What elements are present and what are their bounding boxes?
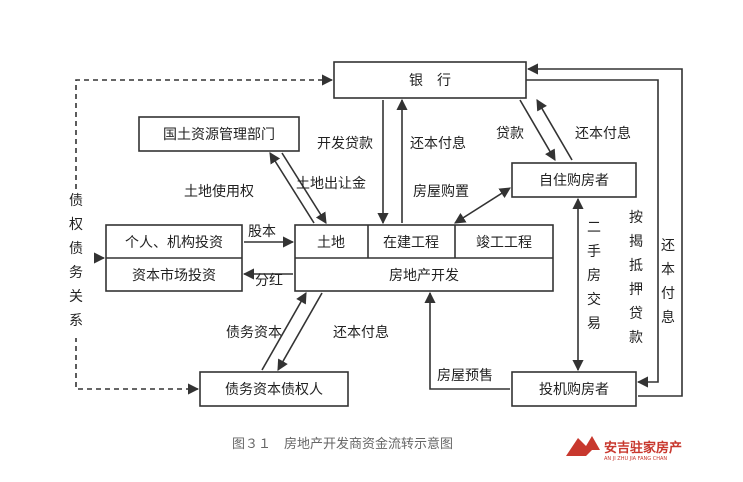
bank-node: 银 行 [333, 61, 527, 99]
repay-bank-self-label: 还本付息 [575, 125, 631, 142]
svg-text:押: 押 [629, 282, 643, 298]
land-dept-node: 国土资源管理部门 [138, 116, 300, 152]
svg-text:债: 债 [69, 193, 83, 209]
mortgage-arrow [526, 79, 659, 388]
debt-capital-label: 债务资本 [226, 325, 282, 341]
equity-label: 股本 [248, 224, 276, 240]
land-label: 土地 [317, 235, 345, 251]
investors-label: 个人、机构投资 [125, 235, 223, 251]
house-purchase-label: 房屋购置 [413, 184, 469, 200]
dev-loan-label: 开发贷款 [317, 136, 373, 152]
logo-sub: AN JI ZHU JIA FANG CHAN [604, 456, 667, 462]
creditor-node: 债务资本债权人 [199, 371, 349, 407]
creditor-label: 债务资本债权人 [225, 382, 323, 398]
land-use-right-label: 土地使用权 [184, 183, 254, 200]
repay-bank-self-arrow [536, 99, 573, 161]
presale-label: 房屋预售 [437, 368, 493, 384]
repay-right-arrow [526, 63, 683, 397]
svg-text:付: 付 [661, 286, 675, 302]
svg-text:手: 手 [587, 244, 601, 260]
svg-text:权: 权 [69, 217, 83, 233]
land-transfer-fee-label: 土地出让金 [296, 176, 366, 192]
loan-label: 贷款 [496, 126, 524, 142]
svg-text:息: 息 [661, 309, 675, 326]
svg-text:务: 务 [69, 265, 83, 281]
house-logo-icon [566, 436, 600, 456]
svg-text:债: 债 [69, 241, 83, 257]
repay-right-label: 还 本 付 息 [661, 238, 675, 326]
development-label: 房地产开发 [389, 268, 459, 284]
in-construction-label: 在建工程 [383, 235, 439, 251]
self-buyer-node: 自住购房者 [511, 162, 637, 198]
svg-text:抵: 抵 [629, 258, 643, 274]
investors-node: 个人、机构投资 资本市场投资 [105, 224, 243, 292]
svg-text:房: 房 [587, 268, 601, 284]
repay-creditor-label: 还本付息 [333, 324, 389, 341]
svg-text:易: 易 [587, 316, 601, 332]
investor-buyer-label: 投机购房者 [539, 382, 609, 398]
svg-text:二: 二 [587, 220, 601, 236]
svg-text:系: 系 [69, 313, 83, 329]
capital-market-label: 资本市场投资 [132, 267, 216, 284]
svg-text:按: 按 [629, 210, 643, 226]
mortgage-label: 按 揭 抵 押 贷 款 [629, 210, 643, 346]
logo-name: 安吉驻家房产 [604, 440, 682, 456]
house-purchase-arrow [454, 187, 511, 224]
loan-arrow [519, 99, 556, 161]
second-hand-label: 二 手 房 交 易 [587, 220, 601, 332]
investor-buyer-node: 投机购房者 [511, 371, 637, 407]
svg-text:本: 本 [661, 262, 675, 278]
development-node: 土地 在建工程 竣工工程 房地产开发 [294, 224, 554, 292]
watermark-logo: 安吉驻家房产 AN JI ZHU JIA FANG CHAN [566, 436, 682, 462]
svg-text:贷: 贷 [629, 306, 643, 322]
svg-text:揭: 揭 [629, 234, 643, 250]
figure-caption: 图３１ 房地产开发商资金流转示意图 [232, 436, 453, 452]
presale-arrow [424, 291, 510, 390]
completed-label: 竣工工程 [476, 235, 532, 251]
dividend-label: 分红 [255, 273, 283, 289]
self-buyer-label: 自住购房者 [539, 173, 609, 189]
bank-label: 银 行 [409, 73, 451, 89]
repay-bank-dev-label: 还本付息 [410, 135, 466, 152]
svg-text:还: 还 [661, 238, 675, 254]
land-dept-label: 国土资源管理部门 [163, 127, 275, 143]
svg-text:交: 交 [587, 291, 601, 308]
svg-text:款: 款 [629, 330, 643, 346]
debt-relation-label: 债 权 债 务 关 系 [69, 193, 83, 329]
debt-relation-label-bg [62, 190, 90, 338]
debt-relation-arrow [75, 74, 334, 395]
svg-text:关: 关 [69, 289, 83, 305]
